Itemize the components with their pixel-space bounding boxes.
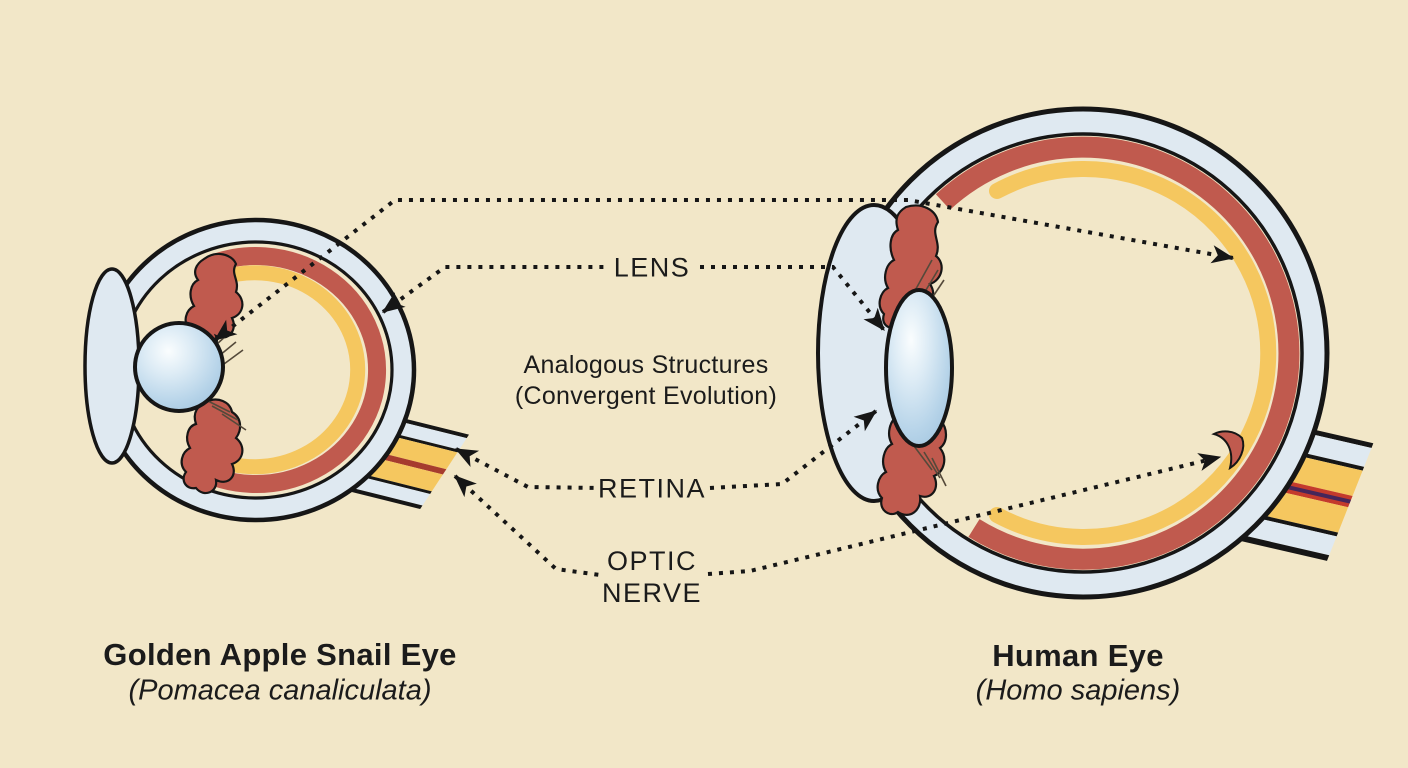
optic-nerve-pointer-left (453, 474, 601, 577)
retina-pointer-left (454, 447, 601, 490)
center-note: Analogous Structures (Convergent Evoluti… (514, 351, 778, 410)
snail-ciliary-body-bottom (180, 398, 244, 495)
human-eye-species: (Homo sapiens) (975, 674, 1181, 707)
human-eye-illustration (816, 106, 1330, 600)
snail-eye-title: Golden Apple Snail Eye (103, 637, 457, 672)
lens-label: LENS (613, 252, 691, 283)
retina-label: RETINA (597, 473, 707, 504)
lens-pointer-left (381, 265, 608, 314)
annotation-lines (213, 198, 1235, 577)
snail-cornea (83, 267, 141, 465)
optic-nerve-pointer-right (707, 453, 1222, 576)
human-eye-title: Human Eye (992, 638, 1164, 673)
snail-lens (133, 321, 225, 413)
snail-eye-illustration (83, 217, 417, 523)
retina-pointer-right (709, 409, 878, 490)
lens-pointer-right (700, 265, 886, 332)
human-optic-disc (1211, 430, 1245, 471)
optic-nerve-label: OPTIC NERVE (601, 546, 703, 608)
human-choroid-layer (935, 136, 1300, 570)
lens-pointer-cross-line (213, 198, 1235, 342)
snail-eye-species: (Pomacea canaliculata) (128, 674, 432, 707)
human-retina-layer (989, 161, 1277, 545)
human-lens (884, 288, 954, 448)
